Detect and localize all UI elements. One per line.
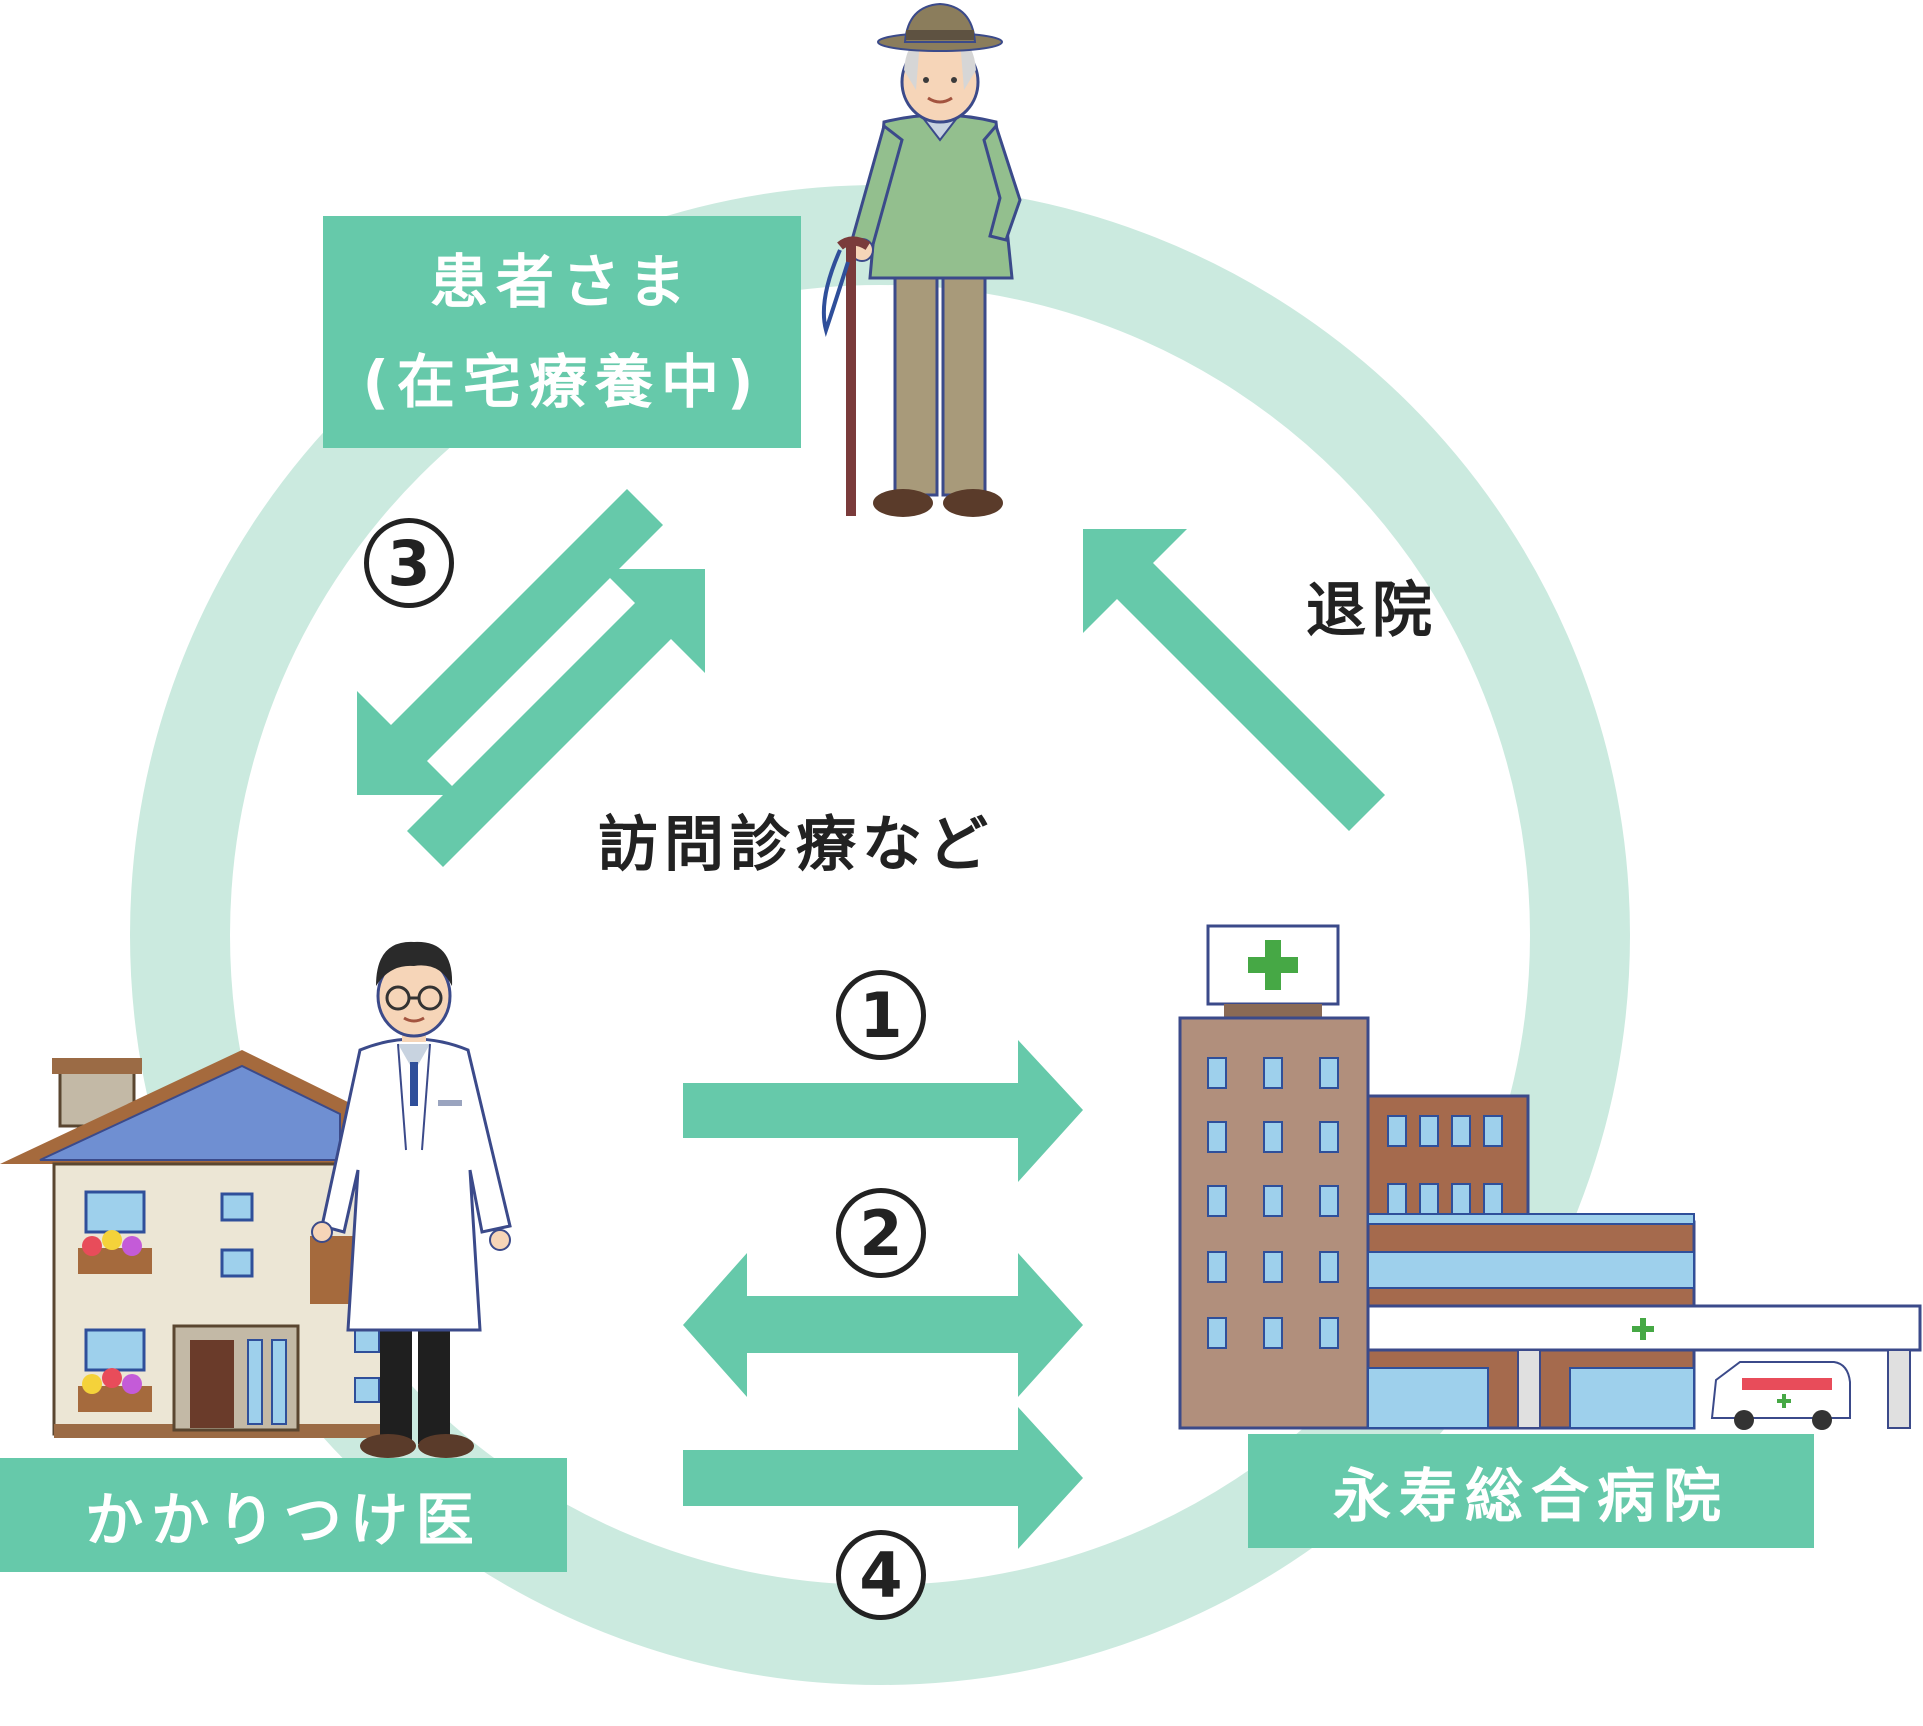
step-4-marker: 4 — [836, 1530, 926, 1620]
discharge-text: 退院 — [1306, 576, 1438, 646]
arrow-step4 — [683, 1407, 1083, 1549]
patient-label-box: 患者さま (在宅療養中) — [323, 216, 801, 448]
arrow-step2 — [683, 1253, 1083, 1397]
arrow-clinic-to-patient — [407, 569, 705, 867]
home-visit-text: 訪問診療など — [598, 810, 994, 880]
arrow-step1 — [683, 1040, 1083, 1182]
patient-label-line2: (在宅療養中) — [362, 348, 762, 416]
house-icon — [0, 1050, 396, 1438]
clinic-label-box: かかりつけ医 — [0, 1458, 567, 1572]
elderly-patient-icon — [821, 2, 1022, 517]
hospital-label: 永寿総合病院 — [1332, 1462, 1729, 1530]
step-1-marker: 1 — [836, 970, 926, 1060]
patient-label-line1: 患者さま — [429, 248, 694, 316]
ambulance-icon — [1710, 1361, 1851, 1430]
doctor-icon — [311, 941, 512, 1458]
step-2-marker: 2 — [836, 1188, 926, 1278]
arrow-discharge — [1083, 529, 1385, 831]
clinic-label: かかりつけ医 — [85, 1486, 482, 1554]
step-3-marker: 3 — [364, 518, 454, 608]
hospital-building-icon — [1178, 924, 1922, 1430]
arrow-patient-to-clinic — [357, 489, 663, 795]
hospital-label-box: 永寿総合病院 — [1248, 1434, 1814, 1548]
